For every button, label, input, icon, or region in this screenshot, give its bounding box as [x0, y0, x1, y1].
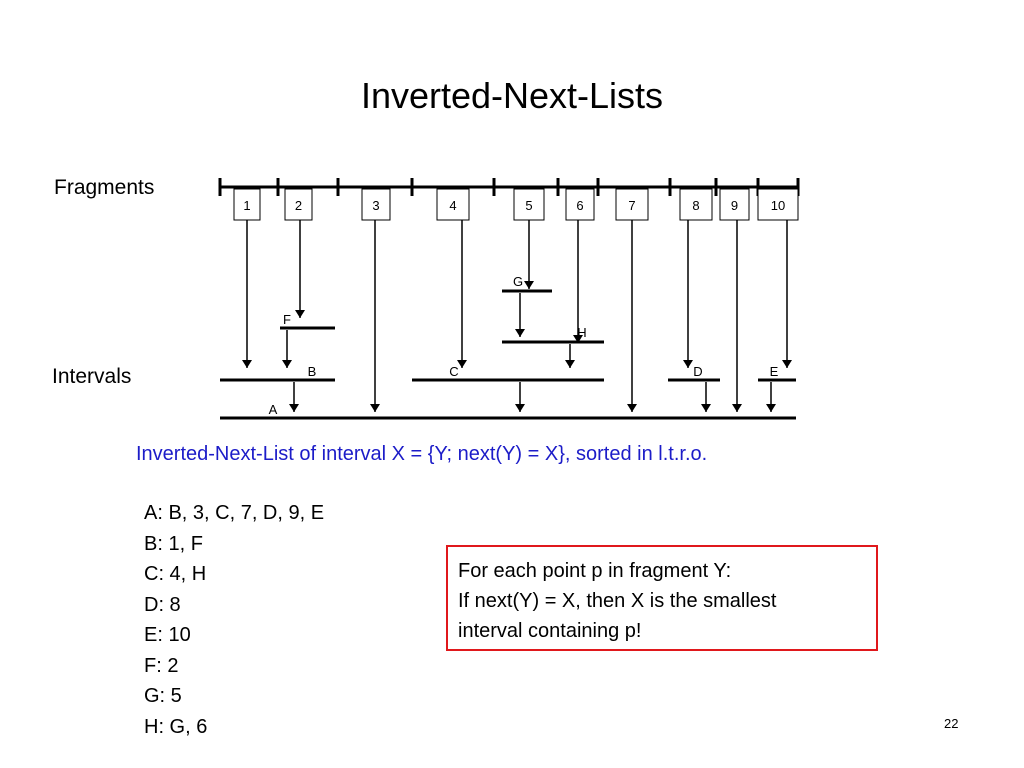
- note-line-1: For each point p in fragment Y:: [458, 560, 732, 582]
- fragment-1-label: 1: [243, 198, 250, 213]
- fragment-4-box: [436, 188, 470, 221]
- fragment-9-label: 9: [731, 198, 738, 213]
- list-item-g: G: 5: [144, 685, 182, 707]
- interval-a-label: A: [269, 402, 278, 417]
- slide-title: Inverted-Next-Lists: [360, 75, 664, 116]
- fragment-7-box: [615, 188, 649, 221]
- fragment-6-box: [565, 188, 595, 221]
- fragment-5-label: 5: [525, 198, 532, 213]
- fragment-2-box: [284, 188, 313, 221]
- list-item-f: F: 2: [144, 654, 179, 677]
- page-number: 22: [944, 716, 959, 731]
- fragment-4-label: 4: [449, 198, 456, 213]
- interval-b-label: B: [308, 364, 317, 379]
- interval-h-label: H: [577, 325, 586, 340]
- fragment-3-box: [361, 188, 391, 221]
- interval-c-label: C: [449, 364, 458, 379]
- interval-e-label: E: [770, 364, 779, 379]
- fragments-label: Fragments: [54, 176, 155, 199]
- list-item-a: A: B, 3, C, 7, D, 9, E: [144, 502, 325, 524]
- intervals-label: Intervals: [52, 365, 132, 388]
- fragment-10-label: 10: [771, 198, 785, 213]
- fragment-6-label: 6: [576, 198, 583, 213]
- list-item-c: C: 4, H: [144, 563, 207, 585]
- fragment-2-label: 2: [295, 198, 302, 213]
- list-item-b: B: 1, F: [144, 532, 203, 555]
- list-item-e: E: 10: [144, 624, 191, 646]
- interval-d-label: D: [693, 364, 702, 379]
- note-line-2: If next(Y) = X, then X is the smallest: [458, 590, 777, 612]
- fragment-7-label: 7: [628, 198, 635, 213]
- fragment-3-label: 3: [372, 198, 379, 213]
- fragment-9-box: [719, 188, 750, 221]
- note-box: For each point p in fragment Y: If next(…: [446, 545, 878, 651]
- list-item-d: D: 8: [144, 593, 181, 616]
- fragment-1-box: [233, 188, 261, 221]
- interval-f-label: F: [283, 312, 291, 327]
- fragment-5-box: [513, 188, 545, 221]
- fragment-8-label: 8: [692, 198, 699, 213]
- note-line-3: interval containing p!: [458, 620, 642, 642]
- inverted-next-lists: A: B, 3, C, 7, D, 9, E B: 1, F C: 4, H D…: [144, 498, 324, 742]
- fragment-8-box: [679, 188, 713, 221]
- inverted-next-list-caption: Inverted-Next-List of interval X = {Y; n…: [136, 443, 708, 465]
- interval-g-label: G: [513, 274, 523, 289]
- list-item-h: H: G, 6: [144, 715, 208, 738]
- fragment-10-box: [757, 188, 799, 221]
